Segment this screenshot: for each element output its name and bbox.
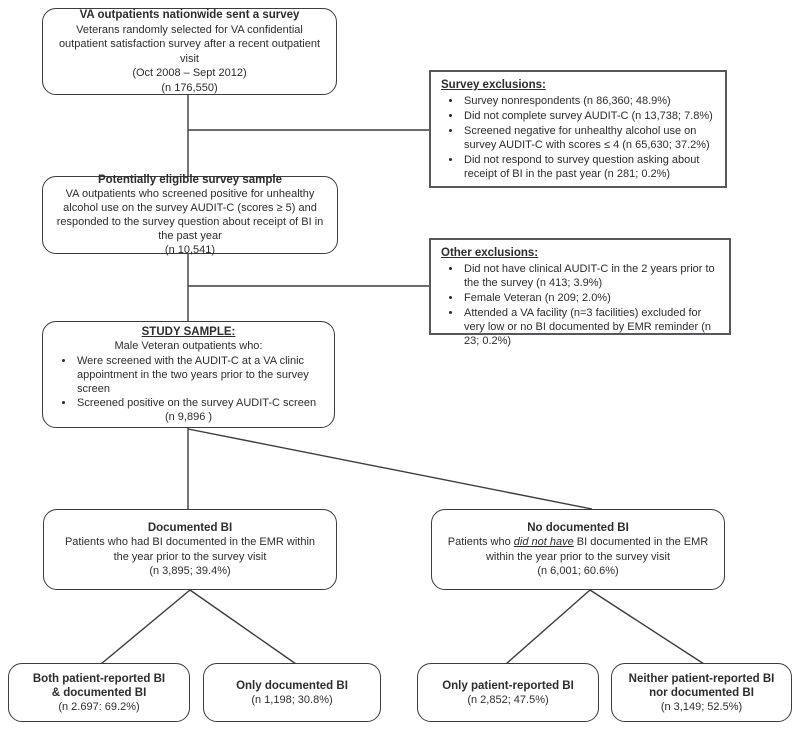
- list-item: Screened positive on the survey AUDIT-C …: [75, 396, 326, 410]
- only-documented-bi-n: (n 1,198; 30.8%): [251, 693, 333, 706]
- list-item: Did not respond to survey question askin…: [462, 153, 717, 181]
- documented-bi-title: Documented BI: [147, 521, 233, 534]
- box-only-documented-bi: Only documented BI (n 1,198; 30.8%): [203, 663, 381, 722]
- both-bi-n: (n 2.697: 69.2%): [58, 700, 140, 713]
- box-both-bi: Both patient-reported BI & documented BI…: [8, 663, 190, 722]
- box-survey-body: Veterans randomly selected for VA confid…: [58, 23, 321, 65]
- list-item: Did not complete survey AUDIT-C (n 13,73…: [462, 109, 717, 123]
- connector-documented-to-both: [100, 589, 191, 665]
- neither-bi-n: (n 3,149; 52.5%): [660, 700, 743, 713]
- study-sample-n: (n 9,896 ): [164, 411, 213, 423]
- only-documented-bi-title: Only documented BI: [236, 679, 348, 692]
- box-survey-dates: (Oct 2008 – Sept 2012): [132, 67, 247, 79]
- box-survey-exclusions: Survey exclusions: Survey nonrespondents…: [429, 70, 727, 188]
- no-documented-bi-body-prefix: Patients who: [447, 536, 514, 548]
- list-item: Screened negative for unhealthy alcohol …: [462, 124, 717, 152]
- both-bi-title-line2: & documented BI: [51, 686, 147, 699]
- study-sample-heading: STUDY SAMPLE:: [141, 326, 236, 338]
- box-no-documented-bi: No documented BI Patients who did not ha…: [431, 509, 725, 590]
- survey-exclusions-heading: Survey exclusions:: [441, 79, 546, 91]
- box-eligible-title: Potentially eligible survey sample: [97, 174, 283, 186]
- box-other-exclusions: Other exclusions: Did not have clinical …: [429, 238, 731, 347]
- other-exclusions-list: Did not have clinical AUDIT-C in the 2 y…: [441, 262, 721, 348]
- study-sample-subheading: Male Veteran outpatients who:: [114, 340, 263, 352]
- box-survey-population: VA outpatients nationwide sent a survey …: [42, 8, 337, 95]
- list-item: Were screened with the AUDIT-C at a VA c…: [75, 354, 326, 396]
- list-item: Did not have clinical AUDIT-C in the 2 y…: [462, 262, 721, 290]
- no-documented-bi-title: No documented BI: [527, 521, 629, 534]
- study-sample-list: Were screened with the AUDIT-C at a VA c…: [51, 354, 326, 410]
- list-item: Female Veteran (n 209; 2.0%): [462, 291, 721, 305]
- neither-bi-title-line1: Neither patient-reported BI: [628, 672, 775, 685]
- connector-nodoc-to-neither: [589, 589, 705, 665]
- connector-documented-to-onlydoc: [189, 589, 297, 665]
- box-survey-title: VA outpatients nationwide sent a survey: [79, 9, 300, 21]
- neither-bi-title-line2: nor documented BI: [649, 686, 754, 699]
- box-eligible-n: (n 10,541): [164, 244, 216, 256]
- no-documented-bi-emphasis: did not have: [513, 536, 574, 548]
- list-item: Attended a VA facility (n=3 facilities) …: [462, 306, 721, 348]
- box-only-patient-reported-bi: Only patient-reported BI (n 2,852; 47.5%…: [417, 663, 599, 722]
- both-bi-title-line1: Both patient-reported BI: [32, 672, 166, 685]
- box-neither-bi: Neither patient-reported BI nor document…: [611, 663, 792, 722]
- box-documented-bi: Documented BI Patients who had BI docume…: [43, 509, 337, 590]
- box-survey-n: (n 176,550): [161, 81, 218, 94]
- no-documented-bi-n: (n 6,001; 60.6%): [537, 565, 619, 577]
- connector-nodoc-to-onlypatient: [505, 589, 591, 665]
- no-documented-bi-body: Patients who did not have BI documented …: [447, 535, 709, 564]
- documented-bi-n: (n 3,895; 39.4%): [149, 565, 231, 577]
- box-eligible-body: VA outpatients who screened positive for…: [56, 188, 324, 242]
- box-study-sample: STUDY SAMPLE: Male Veteran outpatients w…: [42, 321, 335, 428]
- documented-bi-body: Patients who had BI documented in the EM…: [64, 536, 316, 563]
- other-exclusions-heading: Other exclusions:: [441, 247, 539, 259]
- no-documented-bi-body-suffix: BI documented in the EMR within the year…: [485, 536, 709, 563]
- only-patient-reported-bi-title: Only patient-reported BI: [442, 679, 574, 692]
- list-item: Survey nonrespondents (n 86,360; 48.9%): [462, 94, 717, 108]
- survey-exclusions-list: Survey nonrespondents (n 86,360; 48.9%) …: [441, 94, 717, 181]
- box-eligible-sample: Potentially eligible survey sample VA ou…: [42, 174, 338, 256]
- only-patient-reported-bi-n: (n 2,852; 47.5%): [467, 693, 549, 706]
- connector-study-to-nodocumented: [187, 428, 593, 510]
